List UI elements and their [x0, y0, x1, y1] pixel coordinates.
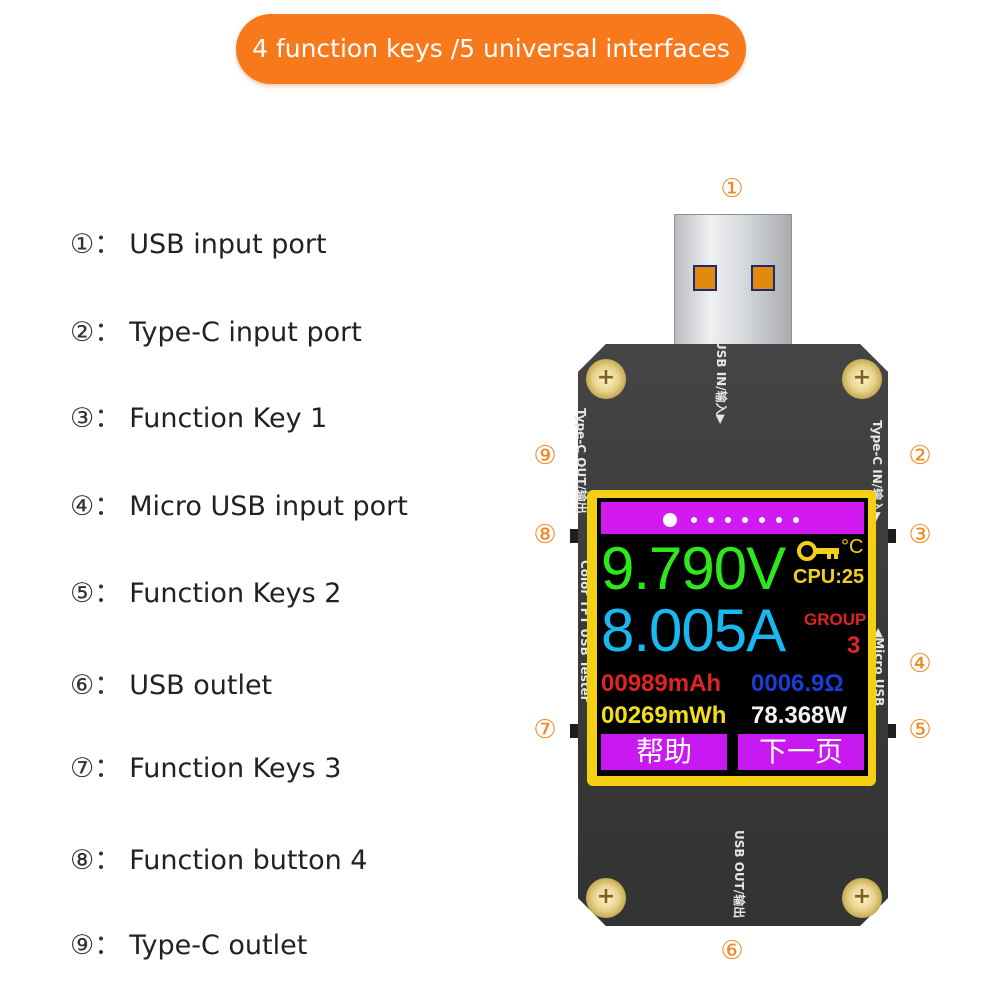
page-dot: [708, 517, 714, 523]
function-button-4[interactable]: [570, 529, 578, 543]
screw-icon: [586, 359, 626, 399]
legend-number: ⑧：: [70, 845, 122, 876]
page-dot-active: [663, 513, 677, 527]
page-dot: [691, 517, 697, 523]
page-dot: [742, 517, 748, 523]
legend-label: USB outlet: [129, 670, 273, 701]
next-page-button[interactable]: 下一页: [738, 734, 864, 770]
capacity-readout: 00989mAh: [601, 670, 722, 697]
legend-label: Type-C input port: [129, 317, 362, 348]
page-dot: [759, 517, 765, 523]
legend-item-typec-outlet: ⑨：Type-C outlet: [70, 923, 307, 962]
callout-1: ①: [720, 174, 744, 204]
usb-plug-slot: [751, 265, 775, 291]
callout-7: ⑦: [533, 715, 557, 745]
label-usb-out: USB OUT/输出: [732, 830, 746, 919]
page-dot: [725, 517, 731, 523]
legend-item-usb-input: ①：USB input port: [70, 222, 327, 261]
title-banner: 4 function keys /5 universal interfaces: [236, 14, 746, 84]
help-button[interactable]: 帮助: [601, 734, 727, 770]
callout-5: ⑤: [908, 715, 932, 745]
legend-number: ①：: [70, 229, 122, 260]
page-dot: [793, 517, 799, 523]
legend-item-function-keys-2: ⑤：Function Keys 2: [70, 571, 341, 610]
current-readout: 8.005A: [601, 597, 786, 664]
page-dot: [776, 517, 782, 523]
energy-readout: 00269mWh: [601, 702, 727, 729]
voltage-readout: 9.790V: [601, 535, 786, 602]
function-key-2[interactable]: [888, 724, 896, 738]
legend-label: USB input port: [129, 229, 327, 260]
legend-label: Function Key 1: [129, 403, 328, 434]
power-readout: 78.368W: [751, 702, 848, 729]
legend-label: Micro USB input port: [129, 491, 408, 522]
legend-item-function-key-1: ③：Function Key 1: [70, 396, 327, 435]
callout-4: ④: [908, 649, 932, 679]
usb-plug: [674, 214, 792, 349]
legend-item-micro-usb: ④：Micro USB input port: [70, 484, 408, 523]
temperature-unit: °C: [841, 536, 864, 558]
legend-item-function-button-4: ⑧：Function button 4: [70, 838, 367, 877]
function-key-1[interactable]: [888, 529, 896, 543]
legend-item-typec-input: ②：Type-C input port: [70, 310, 362, 349]
legend-number: ⑤：: [70, 578, 122, 609]
legend-number: ④：: [70, 491, 122, 522]
label-usb-in: USB IN/输入▶: [714, 340, 728, 424]
legend-item-function-keys-3: ⑦：Function Keys 3: [70, 746, 341, 785]
legend-number: ⑥：: [70, 670, 122, 701]
callout-8: ⑧: [533, 520, 557, 550]
tft-screen: 9.790V °C CPU:25 8.005A GROUP 3 00989mAh…: [597, 498, 868, 776]
page-indicator-bar: [601, 502, 864, 534]
screw-icon: [586, 878, 626, 918]
callout-2: ②: [908, 441, 932, 471]
callout-3: ③: [908, 520, 932, 550]
legend-label: Type-C outlet: [129, 930, 308, 961]
screw-icon: [842, 878, 882, 918]
screw-icon: [842, 359, 882, 399]
legend-number: ⑦：: [70, 753, 122, 784]
usb-plug-slot: [693, 265, 717, 291]
resistance-readout: 0006.9Ω: [751, 670, 844, 697]
legend-label: Function Keys 3: [129, 753, 342, 784]
group-number: 3: [847, 632, 861, 659]
cpu-temperature: CPU:25: [793, 566, 865, 588]
legend-number: ⑨：: [70, 930, 122, 961]
function-key-3[interactable]: [570, 724, 578, 738]
legend-label: Function button 4: [129, 845, 368, 876]
legend-number: ②：: [70, 317, 122, 348]
group-label: GROUP: [804, 610, 867, 629]
callout-9: ⑨: [533, 441, 557, 471]
callout-6: ⑥: [720, 936, 744, 966]
legend-label: Function Keys 2: [129, 578, 342, 609]
legend-number: ③：: [70, 403, 122, 434]
legend-item-usb-outlet: ⑥：USB outlet: [70, 663, 272, 702]
thermometer-key-icon: [797, 541, 839, 561]
